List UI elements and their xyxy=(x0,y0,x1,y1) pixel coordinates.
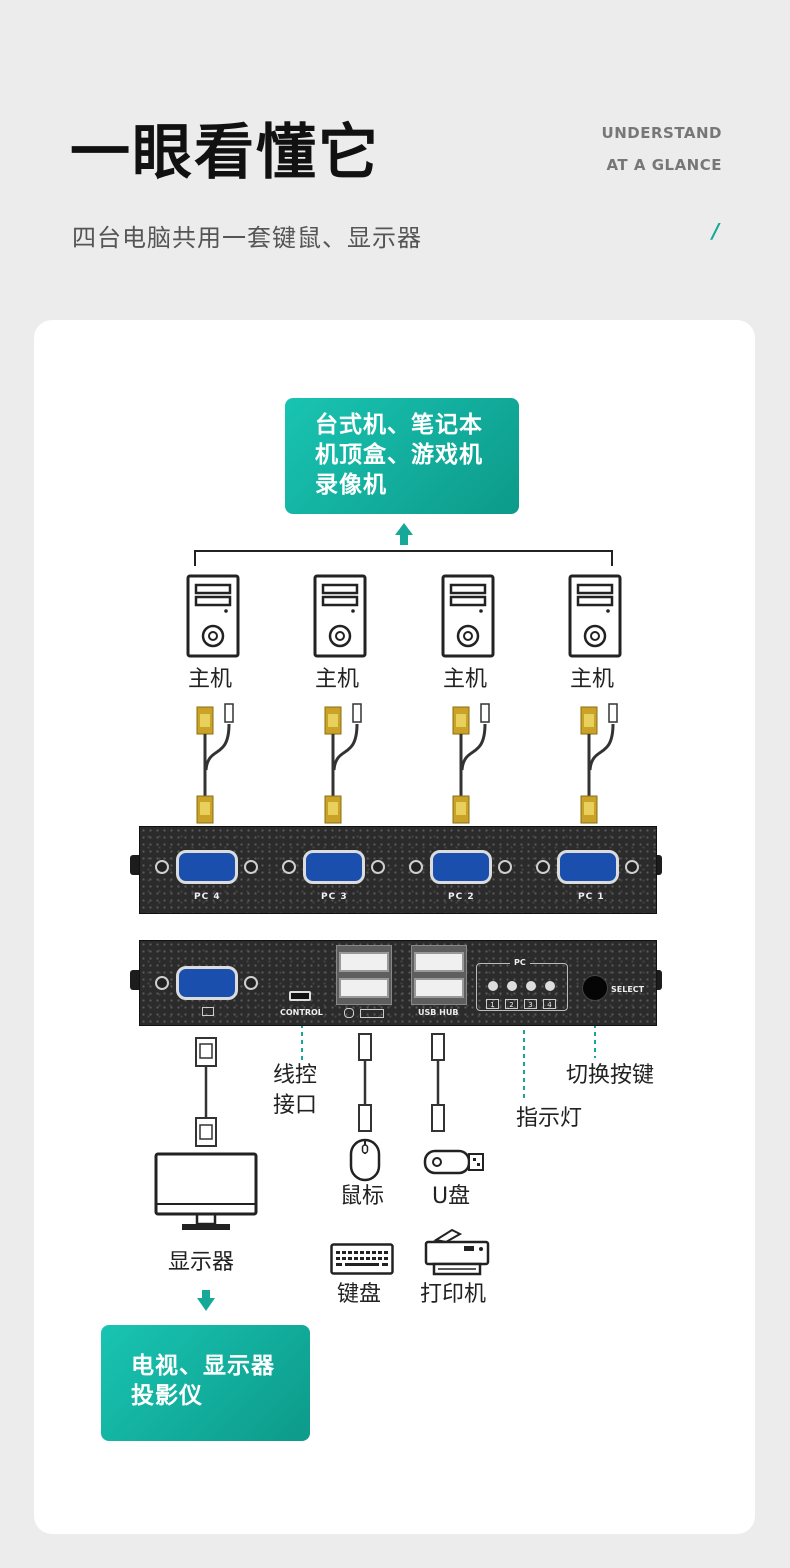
monitor xyxy=(154,1152,258,1240)
usb-port-group-1 xyxy=(336,945,392,1005)
keyboard-port-icon xyxy=(360,1009,384,1018)
vga-port-monitor[interactable] xyxy=(176,966,238,1000)
accent-slash: / xyxy=(712,219,720,243)
monitor-vga-cable xyxy=(195,1037,217,1147)
vga-port-pc1[interactable] xyxy=(557,850,619,884)
kvm-front-panel: CONTROL USB HUB PC 1 2 3 4 SELECT xyxy=(139,940,657,1026)
port-label: PC 4 xyxy=(194,892,221,902)
display-devices-line: 投影仪 xyxy=(131,1383,203,1409)
host-label: 主机 xyxy=(443,667,488,692)
led-number: 3 xyxy=(524,999,537,1009)
led-number: 4 xyxy=(543,999,556,1009)
pc-tower-icon xyxy=(186,574,240,658)
vga-port-pc4[interactable] xyxy=(176,850,238,884)
usb-hub-label: USB HUB xyxy=(418,1008,459,1017)
led-indicator xyxy=(488,981,498,991)
screw xyxy=(409,860,423,874)
source-devices-line: 录像机 xyxy=(315,472,387,498)
usb-drive xyxy=(423,1148,485,1180)
usb-port[interactable] xyxy=(339,978,389,998)
screw xyxy=(155,860,169,874)
led-indicator xyxy=(545,981,555,991)
pc-led-label: PC xyxy=(510,958,530,967)
usb-drive-icon xyxy=(423,1149,484,1175)
pc-tower-icon xyxy=(441,574,495,658)
host-bracket xyxy=(194,550,613,566)
kvm-ear-left xyxy=(130,855,140,875)
arrow-down-icon xyxy=(197,1290,215,1311)
printer xyxy=(424,1228,490,1282)
pc-tower-icon xyxy=(568,574,622,658)
keyboard xyxy=(330,1243,394,1279)
monitor-port-icon xyxy=(202,1007,214,1016)
host-pc xyxy=(568,574,622,662)
screw xyxy=(371,860,385,874)
screw xyxy=(244,976,258,990)
usb-port-group-2 xyxy=(411,945,467,1005)
usb-port[interactable] xyxy=(414,952,464,972)
callout-text: 线控 xyxy=(273,1063,318,1088)
indicator-callout: 指示灯 xyxy=(516,1106,583,1131)
led-number: 1 xyxy=(486,999,499,1009)
switch-button-callout: 切换按键 xyxy=(566,1063,655,1088)
monitor-icon xyxy=(154,1152,258,1230)
page-subtitle: 四台电脑共用一套键鼠、显示器 xyxy=(72,224,422,252)
vga-port-pc2[interactable] xyxy=(430,850,492,884)
kvm-ear-left xyxy=(130,970,140,990)
page-title: 一眼看懂它 xyxy=(70,118,380,188)
kvm-back-panel: PC 4 PC 3 PC 2 PC 1 xyxy=(139,826,657,914)
pc-tower-icon xyxy=(313,574,367,658)
usb-cables xyxy=(358,1033,445,1132)
display-devices-box: 电视、显示器 投影仪 xyxy=(101,1325,310,1441)
screw xyxy=(155,976,169,990)
host-label: 主机 xyxy=(570,667,615,692)
screw xyxy=(498,860,512,874)
host-label: 主机 xyxy=(188,667,233,692)
callout-text: 接口 xyxy=(273,1093,318,1118)
display-devices-line: 电视、显示器 xyxy=(131,1353,275,1379)
vga-port-pc3[interactable] xyxy=(303,850,365,884)
host-pc xyxy=(186,574,240,662)
led-indicator xyxy=(507,981,517,991)
select-button[interactable] xyxy=(582,975,608,1001)
source-devices-line: 台式机、笔记本 xyxy=(315,412,483,438)
host-label: 主机 xyxy=(315,667,360,692)
wire-control-callout: 线控 接口 xyxy=(273,1061,317,1121)
port-label: PC 2 xyxy=(448,892,475,902)
udisk-label: U盘 xyxy=(432,1184,471,1209)
host-pc xyxy=(441,574,495,662)
led-number: 2 xyxy=(505,999,518,1009)
mouse-port-icon xyxy=(344,1008,354,1018)
english-title-line1: UNDERSTAND xyxy=(601,124,722,142)
host-pc xyxy=(313,574,367,662)
source-devices-box: 台式机、笔记本 机顶盒、游戏机 录像机 xyxy=(285,398,519,514)
control-port[interactable] xyxy=(289,991,311,1001)
control-port-label: CONTROL xyxy=(280,1008,323,1017)
port-label: PC 3 xyxy=(321,892,348,902)
keyboard-label: 键盘 xyxy=(337,1282,382,1307)
select-label: SELECT xyxy=(611,985,645,994)
source-devices-line: 机顶盒、游戏机 xyxy=(315,442,483,468)
kvm-ear-right xyxy=(654,855,662,875)
english-title-line2: AT A GLANCE xyxy=(606,156,722,174)
screw xyxy=(244,860,258,874)
port-label: PC 1 xyxy=(578,892,605,902)
monitor-label: 显示器 xyxy=(168,1250,235,1275)
usb-port[interactable] xyxy=(339,952,389,972)
screw xyxy=(625,860,639,874)
printer-label: 打印机 xyxy=(420,1282,487,1307)
vga-usb-cables xyxy=(196,703,618,824)
kvm-ear-right xyxy=(654,970,662,990)
usb-port[interactable] xyxy=(414,978,464,998)
mouse-icon xyxy=(349,1138,381,1182)
printer-icon xyxy=(424,1228,490,1276)
led-indicator xyxy=(526,981,536,991)
mouse xyxy=(349,1138,381,1186)
screw xyxy=(536,860,550,874)
screw xyxy=(282,860,296,874)
keyboard-icon xyxy=(330,1243,394,1275)
mouse-label: 鼠标 xyxy=(340,1184,385,1209)
arrow-up-icon xyxy=(395,523,413,545)
